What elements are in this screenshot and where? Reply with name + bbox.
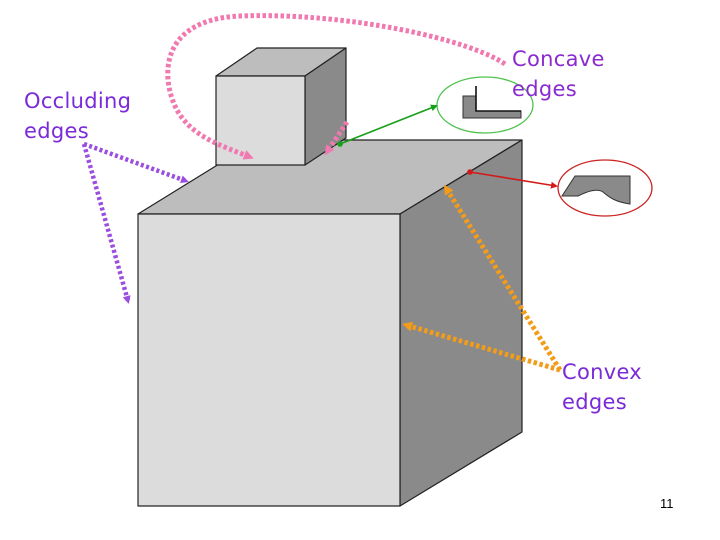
concave-pointer-line — [339, 104, 438, 145]
convex-edges-label: Convex edges — [562, 357, 642, 417]
convex-pointer-line — [469, 171, 558, 189]
convex-edge-profile — [561, 175, 631, 205]
convex-arrow-to-front-edge — [402, 321, 561, 373]
concave-label-line1: Concave — [512, 47, 605, 71]
large-box — [137, 139, 523, 507]
large-box-front-face — [137, 213, 401, 507]
concave-pointer-dot — [337, 141, 343, 147]
occluding-edges-label: Occluding edges — [24, 86, 131, 146]
convex-label-line2: edges — [562, 390, 627, 414]
convex-edge-inset — [557, 159, 653, 217]
occluding-label-line2: edges — [24, 119, 89, 143]
concave-edge-inset — [436, 76, 534, 134]
convex-arrows — [402, 184, 563, 373]
convex-pointer-dot — [467, 169, 473, 175]
occluding-arrows — [81, 141, 189, 304]
concave-edges-label: Concave edges — [512, 44, 605, 104]
convex-label-line1: Convex — [562, 360, 643, 384]
concave-arrows — [165, 13, 507, 160]
concave-arrow-loop — [165, 13, 507, 160]
inset-pointers — [337, 104, 558, 189]
occluding-arrow-to-side-edge — [81, 143, 131, 304]
concave-edge-corner — [475, 86, 521, 112]
occluding-arrow-to-top-edge — [83, 141, 189, 184]
concave-arrow-short — [324, 120, 350, 156]
page-number: 11 — [660, 496, 674, 511]
occluding-label-line1: Occluding — [24, 89, 132, 113]
small-box-front-face — [215, 75, 306, 166]
concave-label-line2: edges — [512, 77, 577, 101]
small-box — [215, 47, 347, 166]
